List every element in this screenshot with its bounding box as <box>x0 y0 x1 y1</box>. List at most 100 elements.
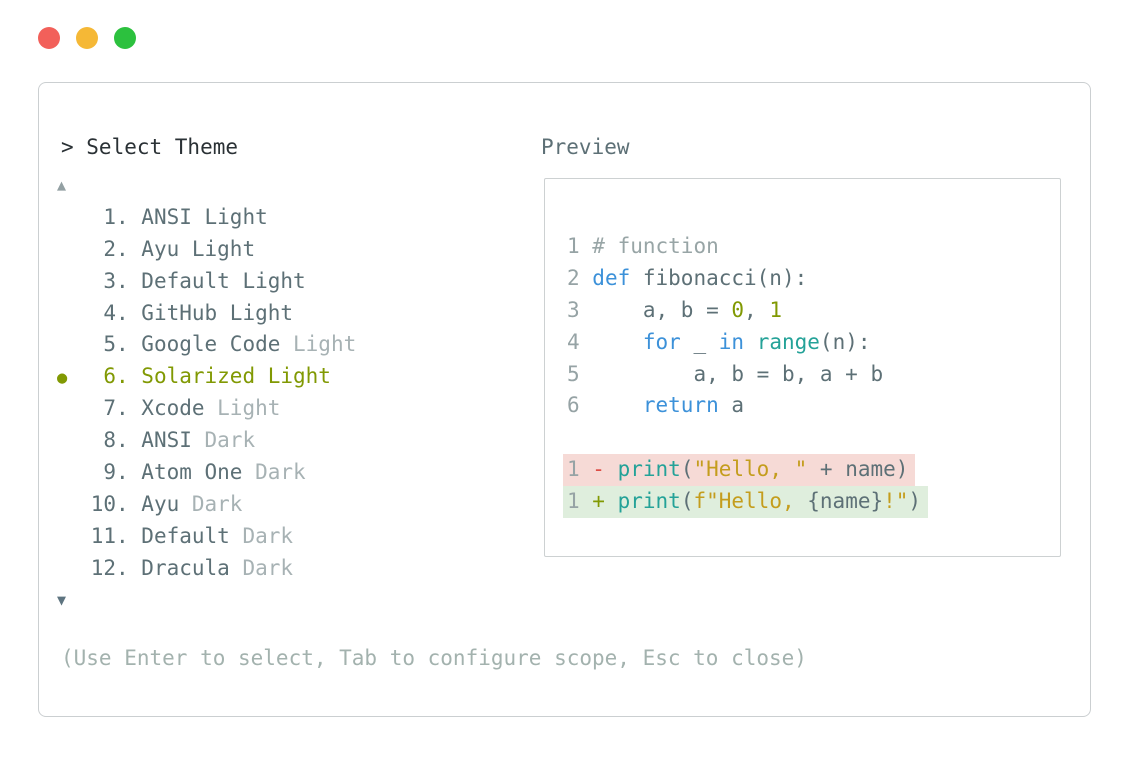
theme-item-variant: Light <box>204 396 281 421</box>
theme-item-variant: Dark <box>179 491 243 516</box>
theme-list-item[interactable]: 7. Xcode Light <box>57 393 356 425</box>
theme-item-separator: . <box>116 555 142 580</box>
theme-list-item[interactable]: ●6. Solarized Light <box>57 361 356 393</box>
code-line: 3 a, b = 0, 1 <box>567 295 928 327</box>
minimize-button[interactable] <box>76 27 98 49</box>
code-token: ( <box>680 457 694 482</box>
zoom-button[interactable] <box>114 27 136 49</box>
footer-hint: (Use Enter to select, Tab to configure s… <box>61 646 807 670</box>
theme-item-number: 7 <box>103 396 116 421</box>
theme-item-name: Xcode <box>141 396 205 421</box>
code-token: f"Hello, <box>693 489 808 514</box>
code-token: 0 <box>731 297 745 322</box>
line-number: 5 <box>567 361 593 386</box>
code-token: + name) <box>807 457 909 482</box>
theme-list-item[interactable]: 2. Ayu Light <box>57 234 356 266</box>
code-token: print <box>617 457 681 482</box>
code-token <box>592 393 643 417</box>
code-line: 6 return a <box>567 390 928 422</box>
close-button[interactable] <box>38 27 60 49</box>
theme-item-variant: Light <box>280 332 357 357</box>
code-token: a, b = <box>592 297 732 322</box>
theme-item-variant: Dark <box>242 460 306 485</box>
theme-list-item[interactable]: 3. Default Light <box>57 266 356 298</box>
theme-item-number: 10 <box>90 491 116 516</box>
code-line: 4 for _ in range(n): <box>567 327 928 359</box>
theme-item-separator: . <box>116 268 142 293</box>
code-token: "Hello, " <box>693 457 808 482</box>
theme-list-item[interactable]: 4. GitHub Light <box>57 298 356 330</box>
code-line: 1 # function <box>567 231 928 263</box>
theme-item-name: Google Code <box>141 332 281 357</box>
theme-item-variant: Dark <box>229 555 294 580</box>
line-number: 1 <box>567 457 593 482</box>
line-number: 1 <box>567 489 593 514</box>
code-line: 1 - print("Hello, " + name) <box>563 454 928 487</box>
theme-item-separator: . <box>116 364 142 389</box>
selected-bullet-icon: ● <box>57 361 90 395</box>
theme-list-item[interactable]: 10. Ayu Dark <box>57 489 356 521</box>
code-token: def <box>592 265 631 290</box>
theme-item-name: GitHub Light <box>141 300 294 325</box>
theme-item-name: Atom One <box>141 460 243 485</box>
theme-item-separator: . <box>116 523 142 548</box>
theme-item-number: 8 <box>103 428 116 453</box>
theme-item-number: 9 <box>103 460 116 485</box>
scroll-up-icon[interactable]: ▲ <box>57 176 67 194</box>
code-token: in <box>718 329 745 354</box>
code-token: _ <box>680 329 719 354</box>
theme-item-separator: . <box>116 204 142 229</box>
code-token: a <box>718 393 745 418</box>
code-token: + <box>592 489 618 514</box>
theme-list-item[interactable]: 11. Default Dark <box>57 521 356 553</box>
theme-list-item[interactable]: 1. ANSI Light <box>57 202 356 234</box>
theme-item-name: Ayu <box>141 491 180 516</box>
theme-item-separator: . <box>116 236 142 261</box>
code-token: 1 <box>769 297 782 322</box>
theme-item-number: 2 <box>103 236 116 261</box>
theme-list-item[interactable]: 8. ANSI Dark <box>57 425 356 457</box>
theme-item-number: 12 <box>90 555 116 580</box>
scroll-down-row: ▼ <box>57 585 356 617</box>
scroll-down-icon[interactable]: ▼ <box>57 590 67 609</box>
code-token: ) <box>908 489 922 514</box>
code-token: a, b = b, a + b <box>592 361 884 386</box>
code-line: 5 a, b = b, a + b <box>567 359 928 391</box>
theme-item-number: 3 <box>103 268 116 293</box>
theme-item-name: ANSI <box>141 428 192 453</box>
theme-item-name: Default Light <box>141 268 306 293</box>
code-token: ( <box>680 489 694 514</box>
theme-item-number: 4 <box>103 300 116 325</box>
theme-list-item[interactable]: 12. Dracula Dark <box>57 553 356 585</box>
theme-item-name: Default <box>141 523 230 548</box>
line-number: 4 <box>567 329 593 354</box>
code-token: fibonacci(n): <box>630 265 808 290</box>
theme-item-separator: . <box>116 428 142 453</box>
theme-item-name: ANSI Light <box>141 204 268 229</box>
code-token: , <box>744 297 770 322</box>
diff-removed-line: 1 - print("Hello, " + name) <box>563 454 916 487</box>
theme-item-number: 11 <box>90 523 116 548</box>
code-token: - <box>592 457 618 482</box>
theme-item-separator: . <box>116 491 142 516</box>
theme-list-item[interactable]: 9. Atom One Dark <box>57 457 356 489</box>
theme-item-name: Dracula <box>141 555 230 580</box>
theme-list-item[interactable]: 5. Google Code Light <box>57 329 356 361</box>
code-token <box>744 330 757 354</box>
code-token: (n): <box>819 329 871 354</box>
theme-item-variant: Dark <box>191 428 256 453</box>
code-token: return <box>642 393 719 418</box>
theme-item-separator: . <box>116 332 142 357</box>
dialog-title: > Select Theme <box>61 135 239 159</box>
code-blank-line <box>567 422 928 454</box>
window-controls <box>38 27 136 49</box>
code-line: 1 + print(f"Hello, {name}!") <box>563 486 929 519</box>
theme-item-separator: . <box>116 396 142 421</box>
selected-bullet: ● <box>57 368 68 389</box>
diff-added-line: 1 + print(f"Hello, {name}!") <box>563 486 929 519</box>
theme-item-number: 1 <box>103 204 116 229</box>
line-number: 6 <box>567 393 593 418</box>
theme-item-separator: . <box>116 300 142 325</box>
